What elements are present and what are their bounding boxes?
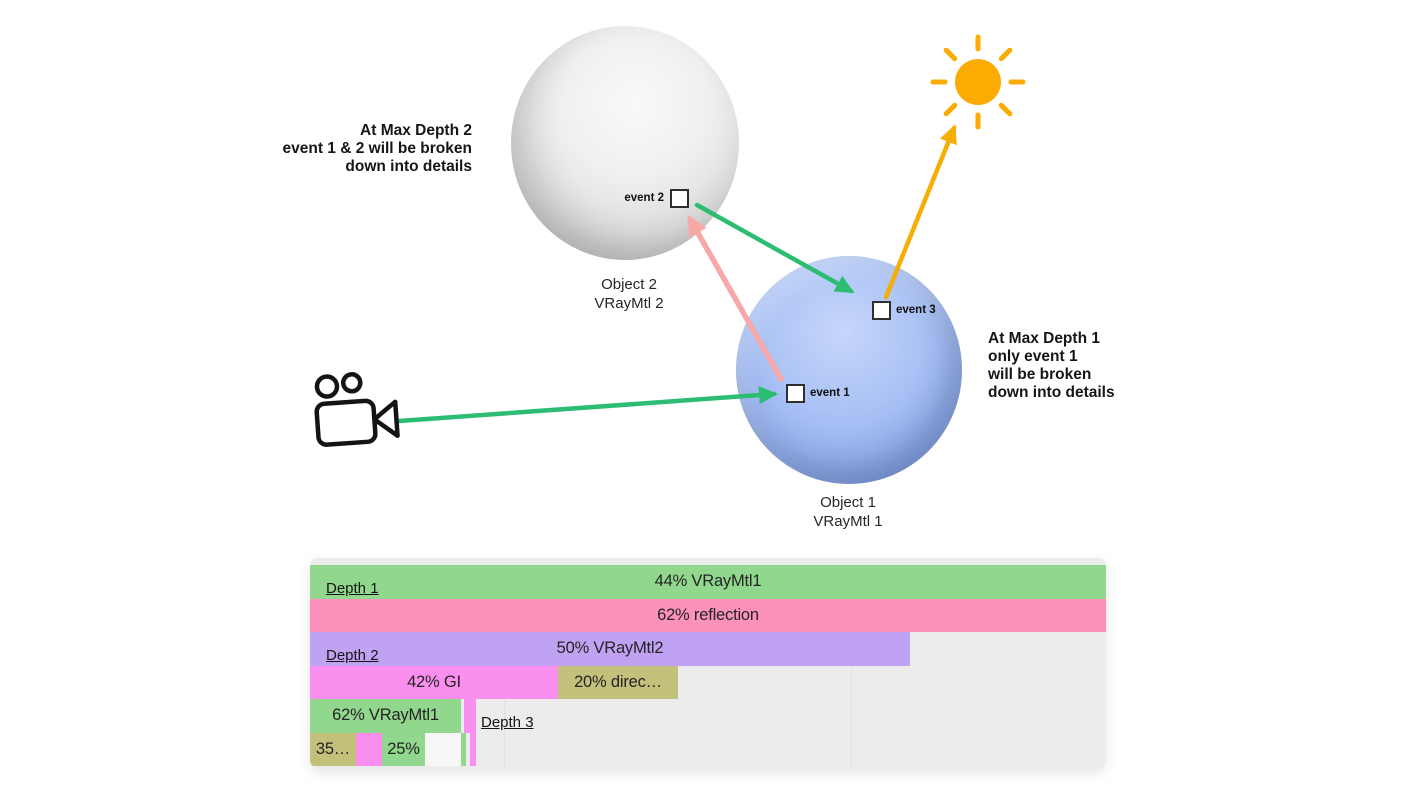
flame-segment-label: 35… [315,739,351,758]
flame-segment[interactable] [470,732,476,766]
event-1-marker [786,384,805,403]
max-depth-1-annotation: At Max Depth 1 only event 1 will be brok… [988,330,1115,401]
flame-segment[interactable]: 50% VRayMtl2 [310,632,910,666]
flame-segment[interactable]: 44% VRayMtl1 [310,565,1106,599]
flame-segment-label: 44% VRayMtl1 [654,572,762,591]
bounce-ray-arrow [694,202,855,294]
event-1-label: event 1 [810,387,850,399]
event-2-marker [670,189,689,208]
flame-row: 62% reflection [310,598,1106,632]
flamegraph-panel: 44% VRayMtl1 Depth 1 62% reflection 50% VRa… [310,558,1106,768]
flame-segment[interactable]: 62% VRayMtl1 [310,699,461,733]
flame-segment[interactable] [461,732,466,766]
video-camera-icon [314,372,400,447]
flame-row: 35… 25% [310,732,1106,766]
flame-segment[interactable]: 20% direc… [558,665,678,699]
event-3-label: event 3 [896,304,936,316]
flame-segment[interactable]: 42% GI [310,665,558,699]
flamegraph-gridline [504,700,505,768]
flame-segment-label: 25% [387,739,420,758]
flame-segment-label: 42% GI [407,672,461,691]
flame-row: 44% VRayMtl1 Depth 1 [310,565,1106,599]
camera-ray-arrow [396,386,778,424]
object-2-label: Object 2 VRayMtl 2 [594,276,664,312]
flame-segment[interactable] [464,699,476,733]
flame-segment[interactable]: 25% [382,732,425,766]
event-2-label: event 2 [624,192,664,204]
reflection-ray-arrow [687,214,784,382]
flame-segment[interactable]: 35… [310,732,356,766]
flame-segment-label: 20% direc… [574,672,662,691]
flamegraph-gridline [851,666,852,768]
depth-3-link[interactable]: Depth 3 [481,713,534,731]
flame-segment-label: 62% VRayMtl1 [332,706,439,725]
light-ray-arrow [883,124,957,300]
flame-segment[interactable]: 62% reflection [310,598,1106,632]
flame-segment[interactable] [356,732,382,766]
sun-icon [930,34,1026,130]
object-1-label: Object 1 VRayMtl 1 [813,494,883,530]
flame-segment-label: 62% reflection [657,605,759,624]
flame-row: 62% VRayMtl1 Depth 3 [310,699,1106,733]
depth-1-link[interactable]: Depth 1 [326,579,379,597]
flame-row: 50% VRayMtl2 Depth 2 [310,632,1106,666]
event-3-marker [872,301,891,320]
max-depth-2-annotation: At Max Depth 2 event 1 & 2 will be broke… [282,122,472,175]
flame-segment[interactable] [425,732,461,766]
depth-2-link[interactable]: Depth 2 [326,646,379,664]
flame-segment-label: 50% VRayMtl2 [556,639,664,658]
flame-row: 42% GI 20% direc… [310,665,1106,699]
